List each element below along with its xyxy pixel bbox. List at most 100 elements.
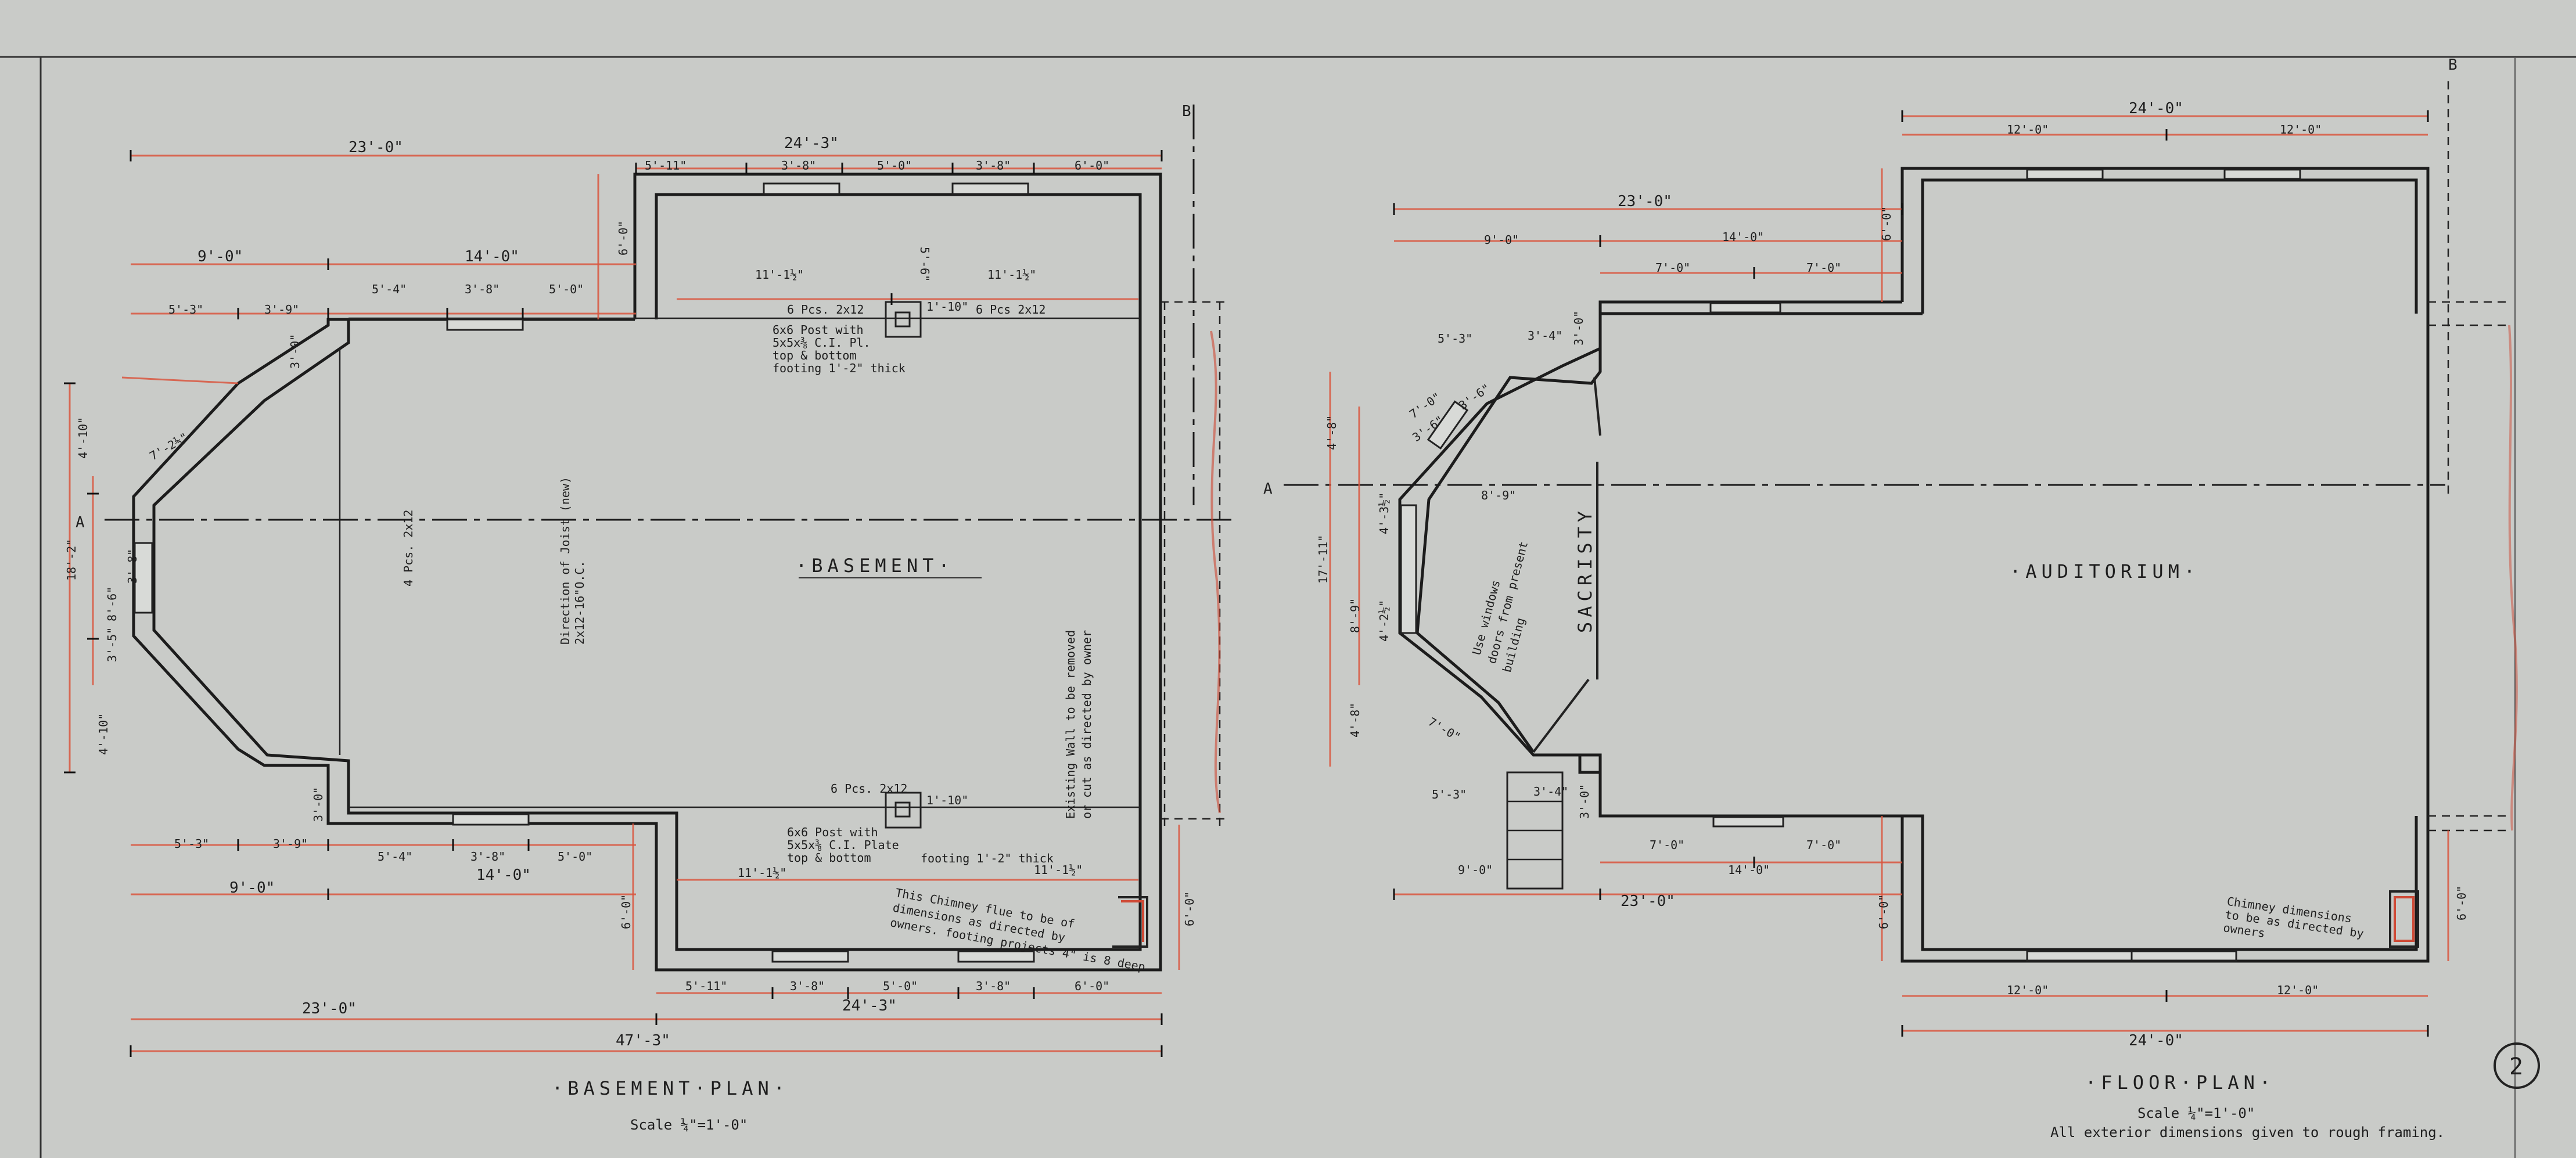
dimension-label: 3'-8" <box>781 159 816 172</box>
dimension-label: 6'-0" <box>1075 159 1109 172</box>
dimension-label: 14'-0" <box>476 866 531 884</box>
window <box>951 182 1029 195</box>
dimension-label: 3'-0" <box>1578 784 1591 819</box>
window <box>452 813 530 826</box>
dimension-label: 24'-3" <box>842 997 897 1015</box>
dimension-label: 5'-11" <box>685 979 727 993</box>
framing-note: top & bottom <box>787 851 871 865</box>
framing-note: 1'-10" <box>926 300 968 314</box>
framing-note: 4 Pcs. 2x12 <box>401 510 415 587</box>
dimension-label: 9'-0" <box>229 879 275 897</box>
dimension-label: 6'-0" <box>616 221 630 256</box>
room-label-basement: ·BASEMENT· <box>796 555 954 577</box>
dimension-label: 5'-3" <box>1438 332 1472 346</box>
sheet-number: 2 <box>2509 1053 2523 1080</box>
dimension-label: 5'-11" <box>645 159 687 172</box>
section-mark-b: B <box>1182 103 1191 120</box>
dimension-label: 5'-3" <box>1432 787 1467 801</box>
room-label-sacristy: SACRISTY <box>1574 506 1596 633</box>
dimension-label: 5'-3" <box>174 837 209 851</box>
dimension-label: 5'-0" <box>877 159 912 172</box>
framing-note: 6 Pcs. 2x12 <box>787 303 864 317</box>
dimension-label: 24'-0" <box>2129 1032 2183 1049</box>
joist-note: 2x12-16"O.C. <box>573 561 587 645</box>
dimension-label: 11'-1½" <box>738 866 786 880</box>
framing-note: 5x5x⅜ C.I. Pl. <box>773 336 871 350</box>
framing-note: footing 1'-2" thick <box>773 361 906 375</box>
basement-exterior-wall <box>132 172 1162 972</box>
dimension-label: 23'-0" <box>1618 193 1672 210</box>
dimension-label: 8'-9" <box>1481 488 1516 502</box>
dimension-label: 3'-8" <box>465 282 500 296</box>
dimension-label: 4'-3½" <box>1377 492 1391 534</box>
framing-note: top & bottom <box>773 348 857 362</box>
dimension-label: 24'-0" <box>2129 100 2183 117</box>
dimension-label: 23'-0" <box>302 1000 357 1017</box>
dimension-label: 8'-6" <box>105 587 119 621</box>
window <box>1712 816 1784 828</box>
window <box>957 950 1035 963</box>
window <box>446 318 524 331</box>
dimension-label: 12'-0" <box>2007 983 2049 997</box>
basement-plan-scale: Scale ¼"=1'-0" <box>630 1117 748 1133</box>
window <box>1709 302 1781 314</box>
dimension-label: 7'-0" <box>1650 838 1684 852</box>
framing-note: 1'-10" <box>926 793 968 807</box>
dimension-label: 11'-1½" <box>755 268 804 282</box>
framing-note: 6 Pcs 2x12 <box>976 303 1046 317</box>
dimension-label: 14'-0" <box>465 248 519 265</box>
dimension-label: 6'-0" <box>1877 894 1891 929</box>
dimension-label: 9'-0" <box>197 248 243 265</box>
window <box>2223 168 2301 180</box>
dimension-label: 4'-8" <box>1348 703 1362 738</box>
existing-wall-note: Existing Wall to be removed <box>1064 630 1077 819</box>
dimension-label: 6'-0" <box>1183 891 1197 926</box>
dimension-label: 47'-3" <box>616 1032 670 1049</box>
chimney <box>2389 890 2419 948</box>
dimension-label: 3'-0" <box>288 334 302 369</box>
dimension-label: 9'-0" <box>1484 233 1519 247</box>
dimension-label: 17'-11" <box>1316 535 1330 584</box>
window <box>1400 504 1417 634</box>
dimension-label: 3'-4" <box>1533 785 1568 799</box>
floor-exterior-wall <box>1398 167 2430 963</box>
framing-note: 5x5x⅜ C.I. Plate <box>787 838 899 852</box>
dimension-label: 12'-0" <box>2280 123 2322 136</box>
chimney <box>1112 896 1148 948</box>
window <box>2131 950 2237 962</box>
floor-interior-wall <box>1921 178 2418 314</box>
dimension-label: 8'-9" <box>1348 598 1362 633</box>
dimension-label: 3'-9" <box>264 303 299 317</box>
framing-note: footing 1'-2" thick <box>921 851 1054 865</box>
post-footing <box>885 301 922 338</box>
dimension-label: 23'-0" <box>349 139 403 156</box>
dimension-label: 6'-0" <box>1880 206 1894 241</box>
dimension-label: 5'-0" <box>549 282 584 296</box>
dimension-label: 3'-8" <box>790 979 825 993</box>
section-mark-a: A <box>1263 480 1273 498</box>
dimension-label: 5'-0" <box>558 850 592 864</box>
dimension-label: 3'-8" <box>125 549 139 584</box>
dimension-label: 3'-9" <box>273 837 308 851</box>
dimension-label: 6'-0" <box>2455 886 2469 920</box>
section-mark-a: A <box>76 514 85 531</box>
dimension-label: 6'-0" <box>1075 979 1109 993</box>
dimension-label: 3'-8" <box>976 979 1011 993</box>
dimension-label: 11'-1½" <box>987 268 1036 282</box>
dimension-label: 4'-2½" <box>1377 600 1391 642</box>
dimension-label: 18'-2" <box>64 539 78 581</box>
window <box>2026 168 2104 180</box>
floor-plan-title: ·FLOOR·PLAN· <box>2085 1071 2275 1094</box>
dimension-label: 5'-6" <box>918 247 932 282</box>
existing-wall-note: or cut as directed by owner <box>1080 630 1094 819</box>
sheet-number-circle <box>2494 1042 2540 1089</box>
dimension-label: 7'-0" <box>1806 838 1841 852</box>
framing-note: 6 Pcs. 2x12 <box>831 782 907 796</box>
room-label-auditorium: ·AUDITORIUM· <box>2010 560 2200 582</box>
dimension-label: 14'-0" <box>1728 863 1770 877</box>
window <box>134 542 153 614</box>
dimension-label: 7'-0" <box>1806 261 1841 275</box>
post-footing <box>885 792 922 829</box>
floor-plan-scale: Scale ¼"=1'-0" <box>2137 1105 2255 1121</box>
